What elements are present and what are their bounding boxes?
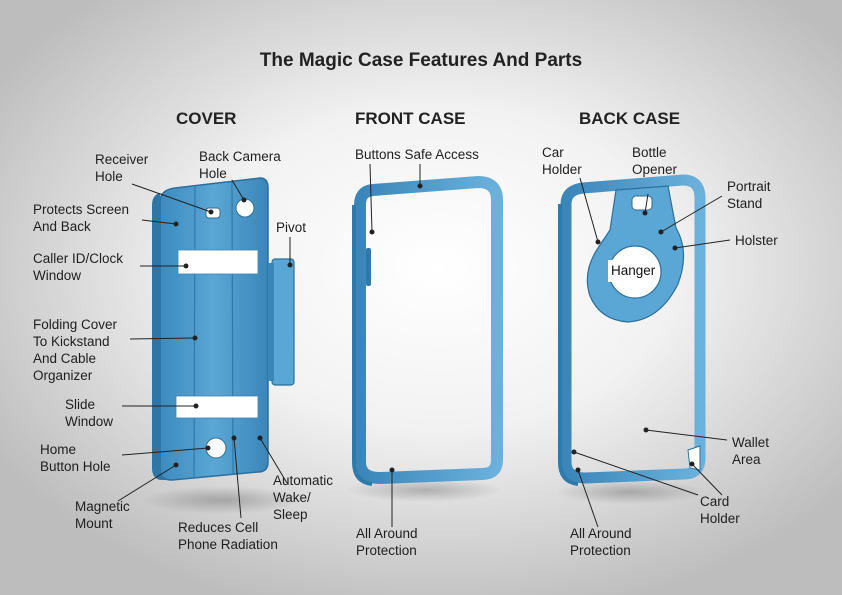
label-wallet-area: Wallet Area — [732, 435, 770, 467]
label-bottle-opener: Bottle Opener — [632, 145, 678, 177]
label-back-camera-hole: Back Camera Hole — [199, 149, 281, 181]
label-car-holder: Car Holder — [542, 145, 582, 177]
pivot-hinge — [271, 258, 295, 386]
label-slide-window: Slide Window — [65, 397, 114, 429]
label-home-button-hole: Home Button Hole — [40, 442, 111, 474]
back-case-illustration — [558, 174, 706, 486]
label-protects-screen: Protects Screen And Back — [33, 202, 130, 234]
diagram-title: The Magic Case Features And Parts — [259, 50, 583, 71]
label-buttons-safe-access: Buttons Safe Access — [355, 147, 479, 162]
section-title-front-case: FRONT CASE — [355, 109, 466, 128]
label-magnetic-mount: Magnetic Mount — [75, 499, 130, 531]
label-automatic-wake-sleep: Automatic Wake/ Sleep — [273, 473, 334, 522]
bottle-opener — [631, 195, 653, 211]
slide-window — [175, 395, 259, 419]
leader-lines — [117, 163, 731, 528]
label-receiver-hole: Receiver Hole — [95, 152, 149, 184]
front-case-shadow — [347, 478, 503, 502]
section-title-back-case: BACK CASE — [579, 109, 681, 128]
label-holster: Holster — [735, 233, 778, 248]
label-all-around-protection-back: All Around Protection — [570, 526, 632, 558]
label-pivot: Pivot — [276, 220, 307, 235]
label-folding-cover: Folding Cover To Kickstand And Cable Org… — [33, 317, 118, 383]
label-caller-id-window: Caller ID/Clock Window — [33, 251, 124, 283]
label-reduces-radiation: Reduces Cell Phone Radiation — [178, 520, 278, 552]
cover-shadow — [142, 486, 302, 514]
label-portrait-stand: Portrait Stand — [727, 179, 771, 211]
label-all-around-protection-front: All Around Protection — [356, 526, 418, 558]
front-case-illustration — [352, 175, 503, 486]
section-title-cover: COVER — [176, 109, 237, 128]
caller-id-window — [177, 249, 259, 275]
side-buttons — [366, 248, 371, 286]
cover-illustration — [152, 177, 295, 481]
label-card-holder: Card Holder — [700, 494, 740, 526]
label-hanger: Hanger — [611, 263, 656, 278]
back-case-shadow — [555, 480, 705, 504]
